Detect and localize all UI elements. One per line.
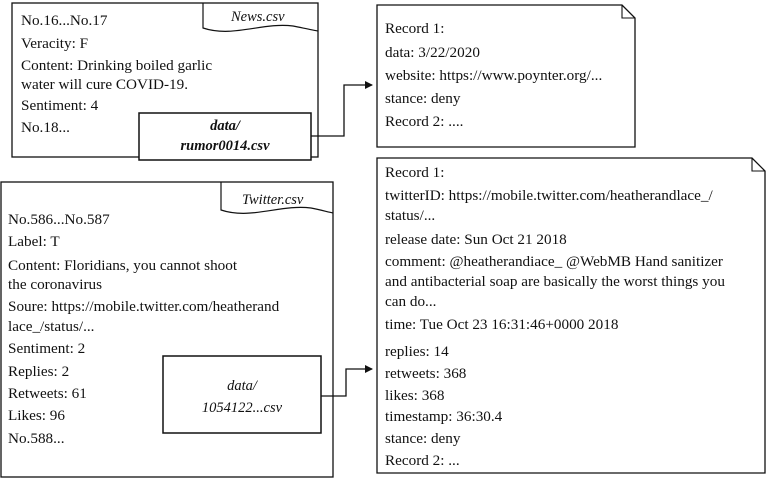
news-line: water will cure COVID-19. xyxy=(21,76,189,93)
twitter-file-line2: 1054122...csv xyxy=(201,400,283,416)
news-record-line: stance: deny xyxy=(385,90,461,107)
twitter-file-line1: data/ xyxy=(227,378,257,394)
news-tab xyxy=(202,3,319,32)
news-file-line1: data/ xyxy=(210,118,240,134)
twitter-record-line: Record 1: xyxy=(385,164,445,181)
twitter-tab-label: Twitter.csv xyxy=(242,192,304,208)
twitter-line: Sentiment: 2 xyxy=(8,340,86,357)
twitter-record-line: timestamp: 36:30.4 xyxy=(385,408,503,425)
twitter-line: Likes: 96 xyxy=(8,407,65,424)
news-line: Sentiment: 4 xyxy=(21,97,99,114)
news-arrow xyxy=(311,81,373,137)
news-record-line: Record 2: .... xyxy=(385,113,464,130)
news-file-box xyxy=(138,112,312,161)
twitter-line: Replies: 2 xyxy=(8,363,70,380)
twitter-line: the coronavirus xyxy=(8,276,103,293)
twitter-line: No.588... xyxy=(8,430,65,447)
news-line: No.18... xyxy=(21,119,70,136)
twitter-record-line: can do... xyxy=(385,293,437,310)
twitter-record-line: status/... xyxy=(385,207,436,224)
news-line: No.16...No.17 xyxy=(21,12,108,29)
twitter-record-line: likes: 368 xyxy=(385,387,445,404)
news-record-line: Record 1: xyxy=(385,20,445,37)
twitter-record-line: replies: 14 xyxy=(385,343,449,360)
twitter-file-box xyxy=(162,355,322,434)
news-record-line: website: https://www.poynter.org/... xyxy=(385,67,603,84)
twitter-line: Soure: https://mobile.twitter.com/heathe… xyxy=(8,298,280,315)
twitter-record-line: stance: deny xyxy=(385,430,461,447)
twitter-line: Content: Floridians, you cannot shoot xyxy=(8,257,238,274)
twitter-record-line: comment: @heatherandiace_ @WebMB Hand sa… xyxy=(385,253,723,270)
twitter-line: lace_/status/... xyxy=(8,318,95,335)
twitter-record xyxy=(376,157,766,474)
twitter-record-line: Record 2: ... xyxy=(385,452,460,469)
twitter-card xyxy=(0,181,334,478)
twitter-arrow xyxy=(321,365,373,397)
news-record xyxy=(376,4,636,148)
twitter-record-line: retweets: 368 xyxy=(385,365,467,382)
twitter-line: Label: T xyxy=(8,233,60,250)
news-card xyxy=(11,2,319,161)
twitter-record-line: twitterID: https://mobile.twitter.com/he… xyxy=(385,187,713,204)
news-line: Veracity: F xyxy=(21,35,89,52)
twitter-record-line: time: Tue Oct 23 16:31:46+0000 2018 xyxy=(385,316,619,333)
twitter-tab xyxy=(220,182,334,214)
twitter-line: Retweets: 61 xyxy=(8,385,87,402)
news-file-line2: rumor0014.csv xyxy=(180,138,270,154)
twitter-line: No.586...No.587 xyxy=(8,211,110,228)
news-record-line: data: 3/22/2020 xyxy=(385,44,480,61)
news-line: Content: Drinking boiled garlic xyxy=(21,57,213,74)
twitter-record-line: release date: Sun Oct 21 2018 xyxy=(385,231,567,248)
news-tab-label: News.csv xyxy=(231,9,285,25)
twitter-record-line: and antibacterial soap are basically the… xyxy=(385,273,725,290)
